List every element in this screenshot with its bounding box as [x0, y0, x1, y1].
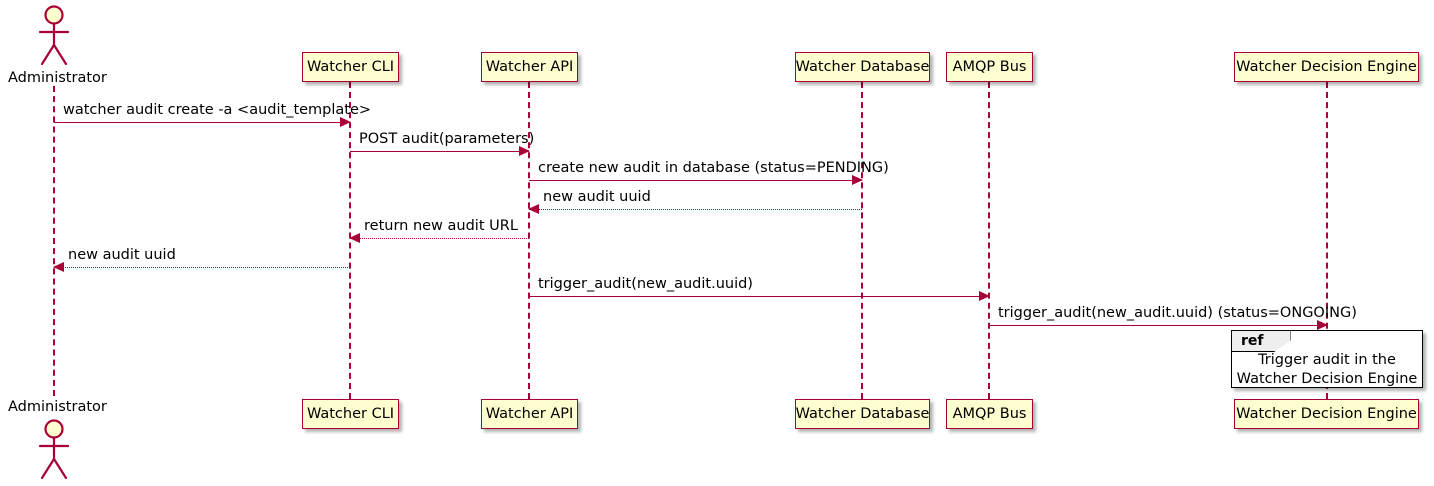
lifeline-administrator	[53, 86, 55, 396]
participant-watcher-database-bottom[interactable]: Watcher Database	[795, 399, 930, 429]
message-line	[989, 325, 1327, 326]
participant-amqp-bus-bottom[interactable]: AMQP Bus	[946, 399, 1033, 429]
arrowhead-right-icon	[979, 291, 990, 301]
participant-label: Watcher Decision Engine	[1236, 405, 1417, 422]
arrowhead-left-icon	[528, 204, 539, 214]
ref-fragment-tab: ref	[1232, 331, 1291, 352]
participant-label: AMQP Bus	[952, 58, 1027, 75]
participant-decision-engine-top[interactable]: Watcher Decision Engine	[1234, 52, 1419, 82]
message-line	[54, 122, 350, 123]
arrowhead-right-icon	[852, 175, 863, 185]
ref-fragment-body: Trigger audit in the Watcher Decision En…	[1232, 352, 1422, 387]
actor-figure-icon	[38, 419, 70, 480]
message-label: trigger_audit(new_audit.uuid) (status=ON…	[998, 305, 1357, 321]
message-label: new audit uuid	[543, 189, 651, 205]
participant-label: Watcher Database	[795, 405, 930, 422]
message-line	[529, 296, 989, 297]
message-label: trigger_audit(new_audit.uuid)	[538, 276, 753, 292]
participant-watcher-cli-bottom[interactable]: Watcher CLI	[302, 399, 399, 429]
participant-watcher-database-top[interactable]: Watcher Database	[795, 52, 930, 82]
participant-label: Watcher Database	[795, 58, 930, 75]
participant-label: Watcher API	[485, 405, 574, 422]
message-line	[529, 180, 862, 181]
arrowhead-right-icon	[1317, 320, 1328, 330]
arrowhead-left-icon	[53, 262, 64, 272]
lifeline-watcher-database	[861, 82, 863, 399]
participant-watcher-api-top[interactable]: Watcher API	[481, 52, 578, 82]
lifeline-watcher-api	[528, 82, 530, 399]
participant-watcher-cli-top[interactable]: Watcher CLI	[302, 52, 399, 82]
participant-watcher-api-bottom[interactable]: Watcher API	[481, 399, 578, 429]
arrowhead-right-icon	[519, 146, 530, 156]
participant-label: Watcher API	[485, 58, 574, 75]
ref-fragment-line-2: Watcher Decision Engine	[1236, 370, 1418, 387]
arrowhead-left-icon	[349, 233, 360, 243]
message-label: create new audit in database (status=PEN…	[538, 160, 889, 176]
participant-amqp-bus-top[interactable]: AMQP Bus	[946, 52, 1033, 82]
participant-label: Watcher CLI	[306, 58, 395, 75]
message-line	[350, 151, 529, 152]
arrowhead-right-icon	[340, 117, 351, 127]
participant-label: Watcher Decision Engine	[1236, 58, 1417, 75]
message-line	[350, 238, 529, 239]
message-label: POST audit(parameters)	[359, 131, 535, 147]
message-label: return new audit URL	[364, 218, 518, 234]
message-label: watcher audit create -a <audit_template>	[63, 102, 372, 118]
ref-fragment: ref Trigger audit in the Watcher Decisio…	[1231, 330, 1423, 388]
actor-figure-icon	[38, 5, 70, 66]
participant-label: AMQP Bus	[952, 405, 1027, 422]
message-label: new audit uuid	[68, 247, 176, 263]
actor-label-administrator-bottom: Administrator	[8, 399, 107, 415]
message-line	[54, 267, 350, 268]
participant-decision-engine-bottom[interactable]: Watcher Decision Engine	[1234, 399, 1419, 429]
actor-administrator-bottom	[33, 418, 75, 482]
actor-administrator-top	[33, 4, 75, 68]
actor-label-administrator-top: Administrator	[8, 70, 107, 86]
lifeline-decision-engine	[1326, 82, 1328, 399]
message-line	[529, 209, 862, 210]
lifeline-amqp-bus	[988, 82, 990, 399]
participant-label: Watcher CLI	[306, 405, 395, 422]
ref-fragment-line-1: Trigger audit in the	[1258, 351, 1396, 368]
ref-fragment-tab-label: ref	[1241, 333, 1264, 349]
